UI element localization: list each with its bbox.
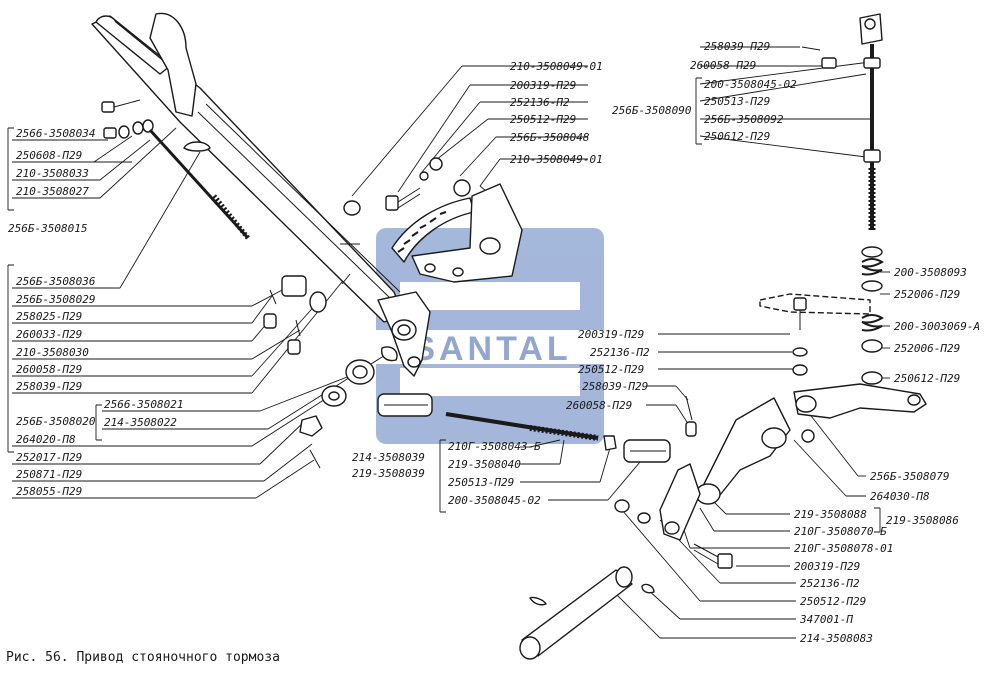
label-l11: 260058-П29 [16,363,82,376]
label-l53: 219-3508086 [886,514,959,527]
label-l20: 210-3508049-01 [510,60,603,73]
bell-crank-right [793,383,927,443]
label-l17: 252017-П29 [16,451,82,464]
label-l54: 210Г-3508078-01 [794,542,893,555]
label-l38: 200319-П29 [578,328,644,341]
label-l32: 256Б-3508090 [612,104,692,117]
label-l57: 250512-П29 [800,595,866,608]
lever-lower-arm [377,291,431,377]
label-l52: 210Г-3508070-Б [794,525,887,538]
label-l13: 2566-3508021 [104,398,183,411]
long-rod-left [148,128,250,240]
label-l28: 200-3508045-02 [704,78,797,91]
label-l14: 214-3508022 [104,416,177,429]
clevis-right [623,395,697,463]
label-l59: 214-3508083 [800,632,873,645]
label-l04: 210-3508027 [16,185,89,198]
label-l51: 219-3508088 [794,508,867,521]
vertical-rod-top-right [801,13,883,230]
watermark-logo: SANTAL [318,228,666,444]
label-l41: 258039-П29 [582,380,648,393]
label-l49: 256Б-3508079 [870,470,949,483]
label-l07: 256Б-3508029 [16,293,95,306]
small-bolts-top-left [101,99,211,152]
label-l23: 250512-П29 [510,113,576,126]
label-l43: 214-3508039 [352,451,425,464]
label-l34: 252006-П29 [894,288,960,301]
label-l39: 252136-П2 [590,346,650,359]
label-l06: 256Б-3508036 [16,275,96,288]
leader-lines [7,46,890,639]
label-l55: 200319-П29 [794,560,860,573]
label-l29: 250513-П29 [704,95,770,108]
bolt-and-washers-center [343,157,471,216]
watermark-text: SANTAL [412,330,571,368]
label-l40: 250512-П29 [578,363,644,376]
label-l16: 264020-П8 [16,433,76,446]
main-lever [91,12,405,323]
label-l22: 252136-П2 [510,96,570,109]
shaft-bottom [519,566,655,660]
label-l21: 200319-П29 [510,79,576,92]
spring-stack-right [759,246,884,385]
label-l36: 252006-П29 [894,342,960,355]
label-l58: 347001-П [799,613,853,626]
label-l24: 256Б-3508048 [510,131,590,144]
label-l25: 210-3508049-01 [510,153,603,166]
label-l05: 256Б-3508015 [8,222,87,235]
pins-and-links-left [263,273,398,469]
label-l44: 219-3508039 [352,467,425,480]
label-l08: 258025-П29 [16,310,82,323]
pivot-lever-bottom [659,397,791,541]
label-l12: 258039-П29 [16,380,82,393]
label-l09: 260033-П29 [16,328,82,341]
label-l01: 2566-3508034 [16,127,95,140]
label-l48: 200-3508045-02 [448,494,541,507]
bracket-plate [411,183,523,283]
label-l50: 264030-П8 [870,490,930,503]
label-l27: 260058-П29 [690,59,756,72]
figure-caption: Рис. 56. Привод стояночного тормоза [6,650,280,665]
label-l33: 200-3508093 [894,266,967,279]
label-l10: 210-3508030 [16,346,89,359]
bolt-and-nuts-bottom [614,499,733,569]
label-l46: 219-3508040 [448,458,521,471]
label-l19: 258055-П29 [16,485,82,498]
label-l26: 258039-П29 [704,40,770,53]
label-l03: 210-3508033 [16,167,89,180]
label-l37: 250612-П29 [894,372,960,385]
label-l02: 250608-П29 [16,149,82,162]
label-l35: 200-3003069-А [894,320,980,333]
label-l15: 256Б-3508020 [16,415,96,428]
label-l31: 250612-П29 [704,130,770,143]
label-l45: 210Г-3508043-Б [448,440,541,453]
part-labels: 2566-3508034 250608-П29 210-3508033 210-… [8,40,980,645]
label-l42: 260058-П29 [566,399,632,412]
label-l56: 252136-П2 [800,577,860,590]
tie-rod-center [377,393,617,451]
label-l47: 250513-П29 [448,476,514,489]
label-l18: 250871-П29 [16,468,82,481]
label-l30: 256Б-3508092 [704,113,784,126]
